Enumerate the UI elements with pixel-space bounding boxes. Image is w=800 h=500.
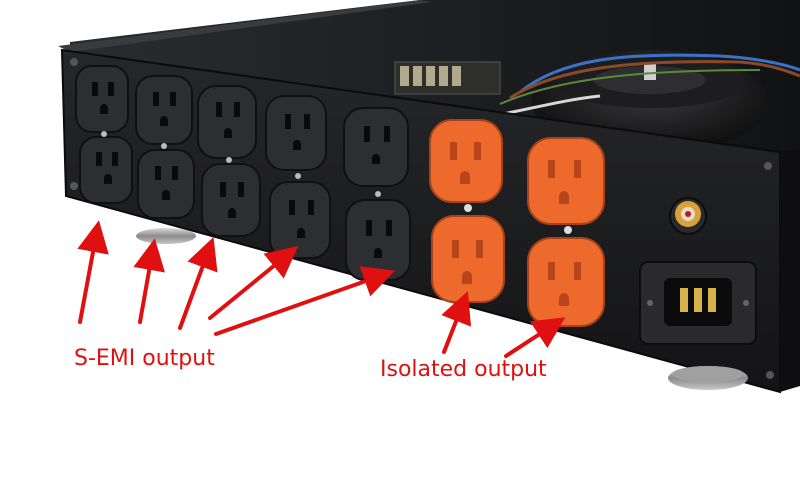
- toroid-bolt: [644, 64, 656, 80]
- wire-blue: [519, 53, 800, 94]
- arrow-semi-4: [208, 245, 299, 320]
- semi-outlet-col-3: [197, 85, 261, 237]
- semi-outlet-group: [75, 65, 411, 281]
- semi-outlet-col-4: [265, 95, 331, 259]
- iec-power-inlet: [639, 261, 757, 345]
- side-panel: [780, 148, 800, 392]
- arrow-iso-2: [504, 317, 566, 358]
- semi-output-label: S-EMI output: [74, 346, 215, 371]
- wire-brown: [509, 60, 800, 100]
- panel-screws: [70, 58, 774, 379]
- wire-green: [499, 69, 761, 105]
- isolated-outlet-col-1: [429, 119, 505, 303]
- arrow-semi-5: [214, 266, 396, 336]
- arrow-semi-2: [133, 238, 165, 324]
- isolated-outlet-col-2: [527, 137, 605, 327]
- ground-binding-post: [669, 197, 707, 235]
- isolated-outlet-group: [429, 119, 605, 327]
- semi-outlet-col-5: [343, 107, 411, 281]
- arrow-semi-1: [77, 220, 109, 324]
- arrow-iso-1: [441, 291, 472, 354]
- chassis-rim: [58, 0, 432, 52]
- semi-outlet-col-2: [135, 75, 195, 219]
- capacitor-row: [400, 66, 461, 86]
- semi-outlet-col-1: [75, 65, 133, 204]
- isolated-output-label: Isolated output: [380, 357, 547, 382]
- arrow-semi-3: [178, 236, 218, 330]
- annotation-arrows: [77, 220, 566, 358]
